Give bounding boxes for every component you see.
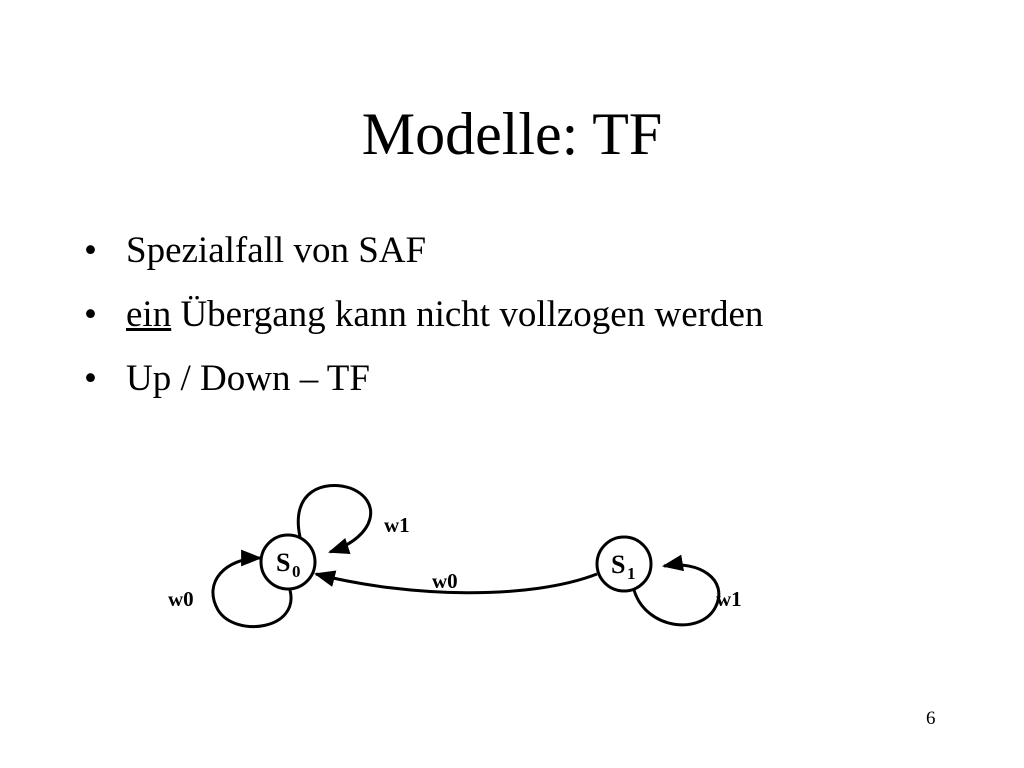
bullet-item: • Up / Down – TF [84,358,763,422]
bullet-dot: • [84,294,97,335]
bullet-text: Up / Down – TF [126,358,370,399]
state-diagram: S 0 S 1 w1 w0 w0 w1 [168,484,742,629]
state-s0-label: S [276,548,290,577]
state-s1-label: S [611,550,625,579]
transition-s1-self-w1: w1 [632,554,742,627]
transition-s0-self-w1: w1 [296,484,410,554]
bullet-item: • ein Übergang kann nicht vollzogen werd… [84,294,763,358]
bullet-list: • Spezialfall von SAF • ein Übergang kan… [84,230,763,422]
bullet-dot: • [84,230,97,271]
state-s1-subscript: 1 [627,564,636,583]
bullet-text: Spezialfall von SAF [126,230,427,271]
state-s0: S 0 [259,533,317,591]
transition-label-w1: w1 [716,587,742,611]
transition-label-w0: w0 [432,569,458,593]
state-s1: S 1 [595,535,653,593]
transition-label-w0: w0 [168,587,194,611]
page-number: 6 [926,708,936,729]
transition-s0-self-w0: w0 [168,549,293,629]
transition-s1-to-s0-w0: w0 [313,569,598,595]
slide-title: Modelle: TF [361,101,663,167]
state-s0-subscript: 0 [292,562,301,581]
bullet-dot: • [84,358,97,399]
bullet-text: Übergang kann nicht vollzogen werden [171,294,764,335]
bullet-underlined-word: ein [126,294,172,335]
transition-label-w1: w1 [384,513,410,537]
bullet-item: • Spezialfall von SAF [84,230,763,294]
